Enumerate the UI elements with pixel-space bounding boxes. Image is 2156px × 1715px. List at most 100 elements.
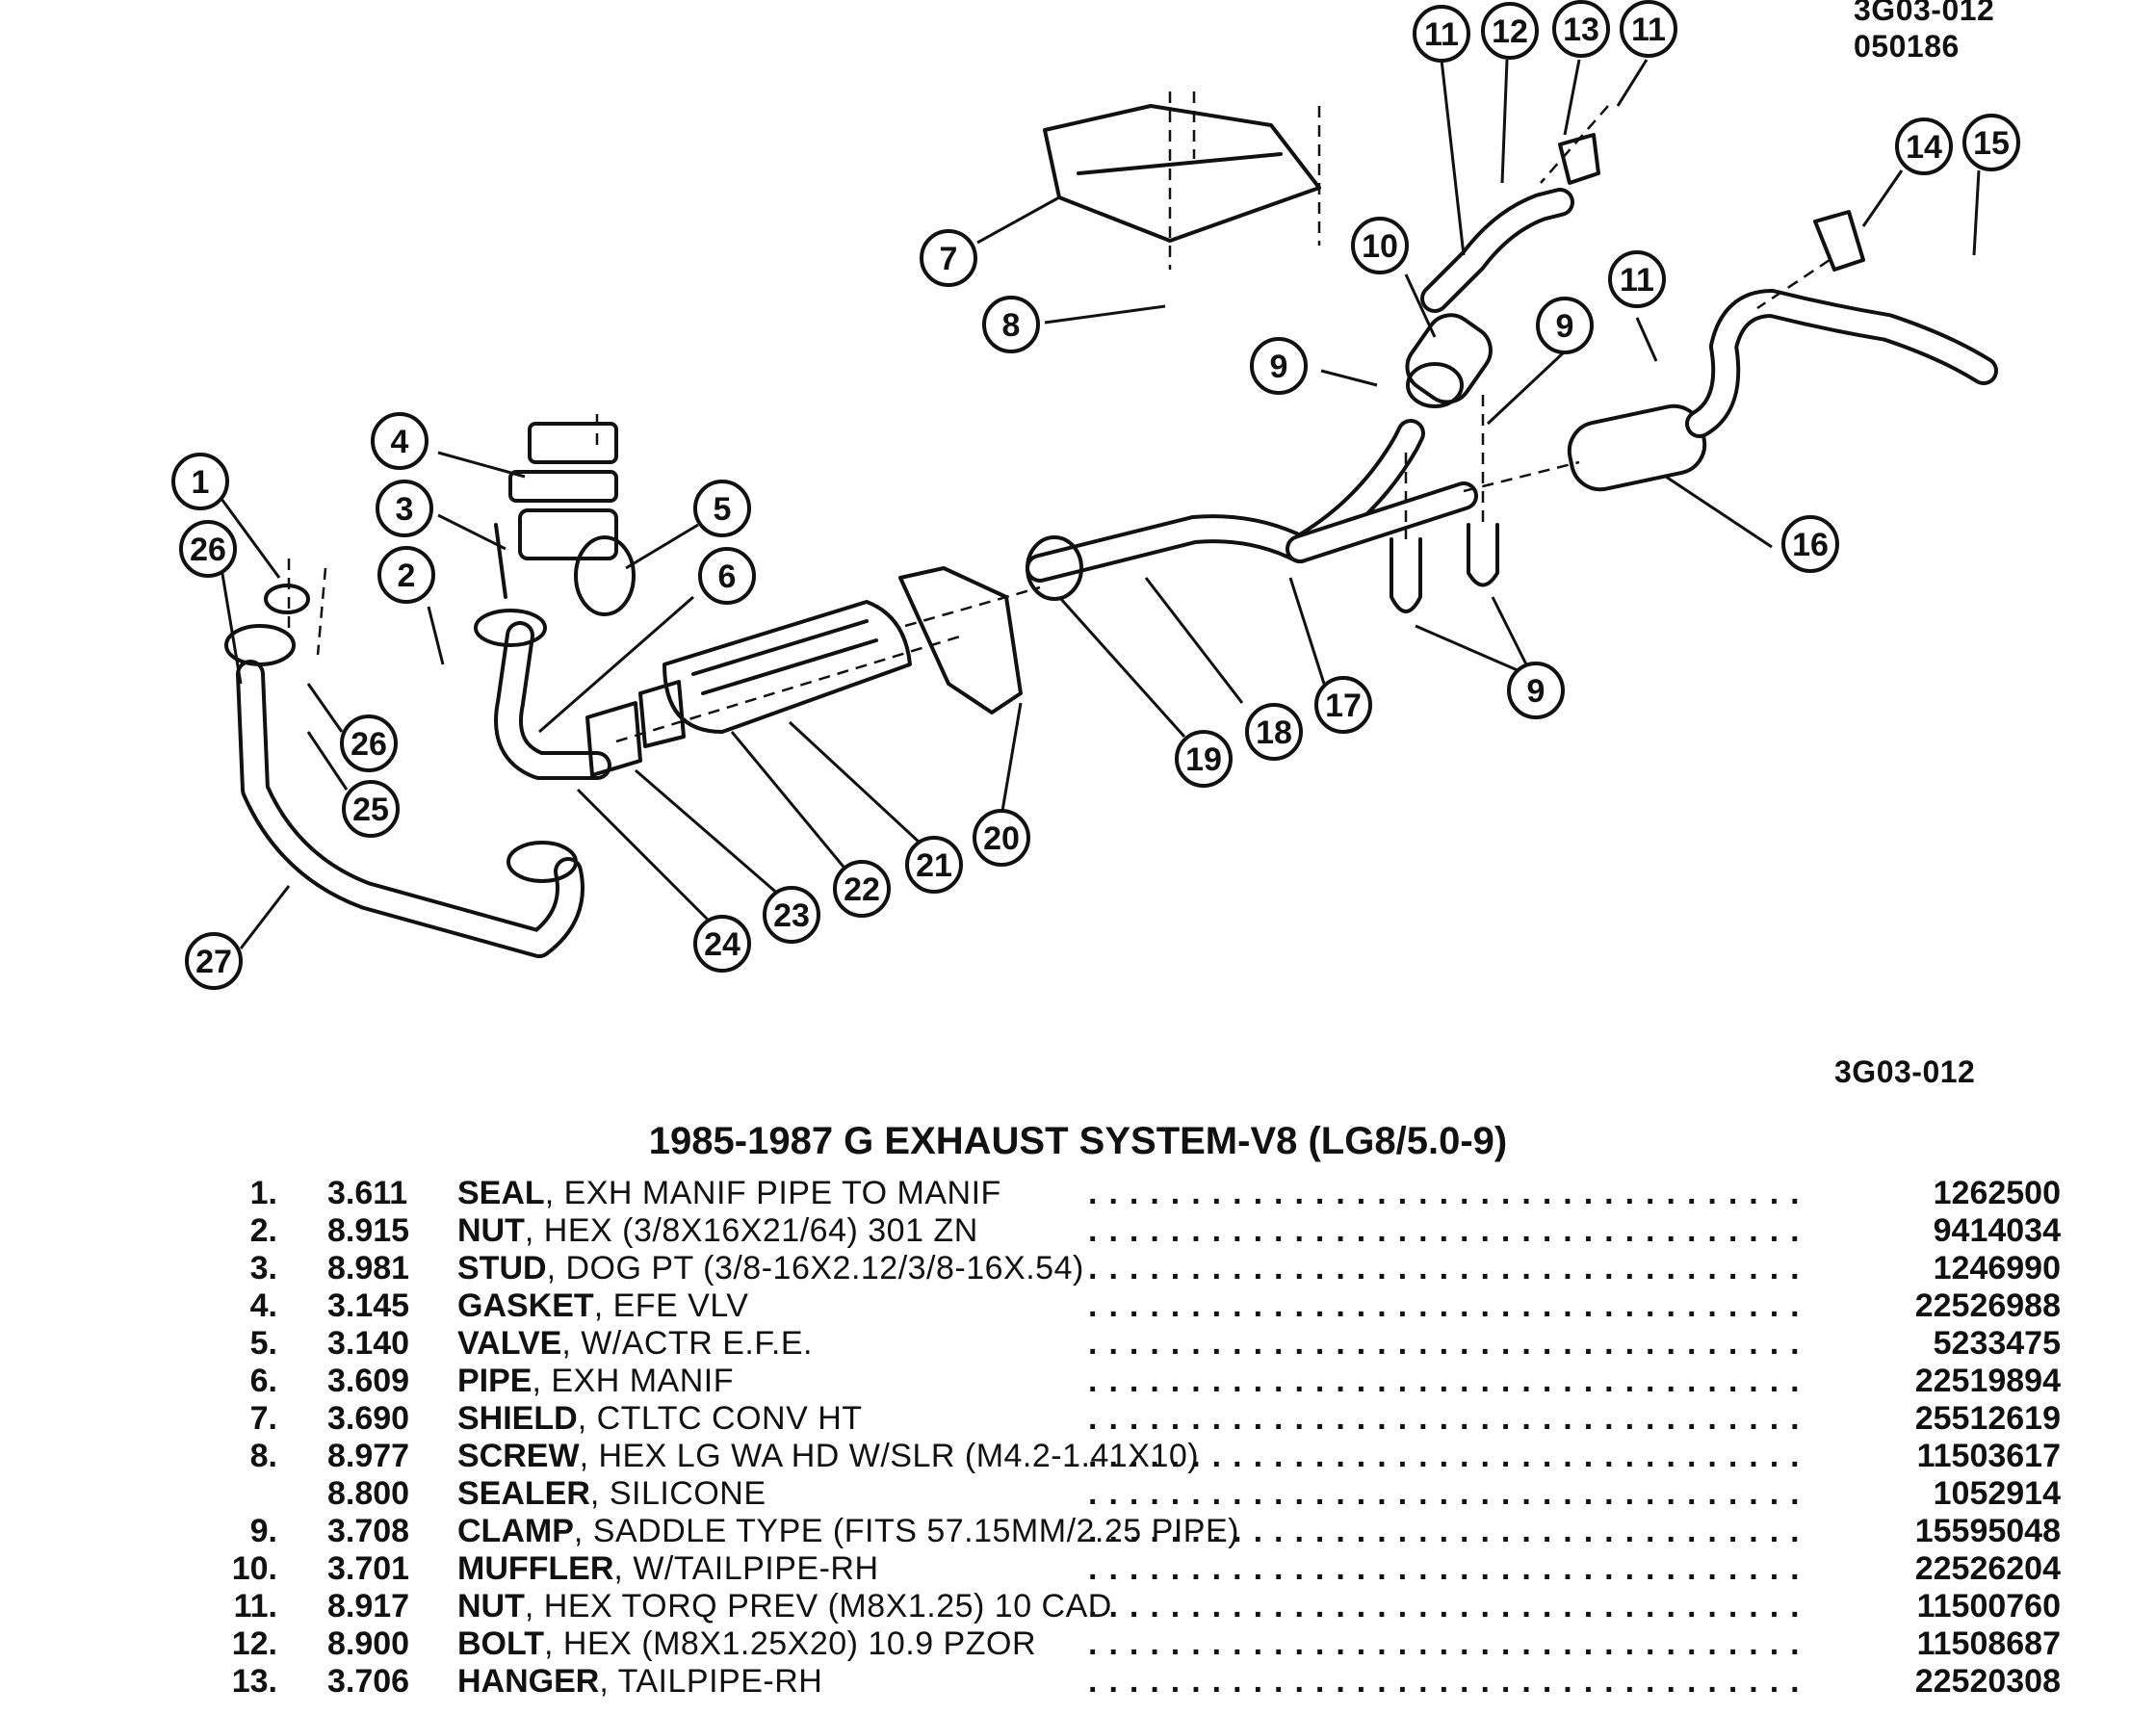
part-name-group: MUFFLER, W/TAILPIPE-RH (457, 1550, 879, 1588)
part-description: , CTLTC CONV HT (577, 1400, 863, 1437)
callout-label: 7 (940, 241, 958, 277)
callout-3: 3 (376, 480, 433, 537)
part-description: , W/TAILPIPE-RH (613, 1550, 879, 1587)
intermediate-pipe (1026, 419, 1580, 601)
callout-label: 27 (195, 944, 232, 980)
callout-label: 11 (1631, 12, 1666, 48)
callout-11: 11 (1620, 0, 1677, 58)
callout-circle (1536, 297, 1594, 354)
part-number: 1052914 (1933, 1475, 2061, 1512)
callout-18: 18 (1245, 703, 1303, 761)
part-name-group: SHIELD, CTLTC CONV HT (457, 1400, 863, 1438)
callout-25: 25 (342, 780, 400, 838)
part-name-group: NUT, HEX TORQ PREV (M8X1.25) 10 CAD (457, 1588, 1112, 1625)
callout-label: 11 (1424, 16, 1459, 53)
callout-circle (693, 915, 751, 973)
dot-leader: ........................................… (1088, 1625, 1801, 1662)
part-code: 8.800 (327, 1475, 410, 1512)
part-index: 1. (249, 1175, 277, 1211)
callout-21: 21 (905, 836, 963, 894)
part-name: CLAMP (457, 1513, 574, 1549)
callout-8: 8 (982, 296, 1040, 353)
part-name-group: NUT, HEX (3/8X16X21/64) 301 ZN (457, 1212, 978, 1250)
callout-label: 16 (1792, 527, 1829, 563)
dot-leader: ........................................… (1088, 1513, 1801, 1549)
part-description: , SILICONE (589, 1475, 766, 1512)
dot-leader: ........................................… (1088, 1287, 1801, 1324)
callout-label: 25 (352, 792, 389, 828)
part-name: SEALER (457, 1475, 590, 1512)
part-description: , HEX TORQ PREV (M8X1.25) 10 CAD (524, 1588, 1112, 1624)
callout-5: 5 (693, 480, 751, 537)
callout-circle (342, 780, 400, 838)
part-index: 2. (249, 1212, 277, 1249)
part-number: 11500760 (1916, 1588, 2061, 1624)
part-name: NUT (457, 1588, 525, 1624)
part-name: SHIELD (457, 1400, 578, 1437)
document-date-code: 050186 (1854, 29, 1960, 64)
part-number: 22520308 (1914, 1663, 2061, 1700)
part-code: 8.917 (327, 1588, 410, 1624)
part-name-group: CLAMP, SADDLE TYPE (FITS 57.15MM/2.25 PI… (457, 1513, 1239, 1550)
callout-label: 18 (1256, 715, 1292, 751)
part-code: 8.977 (327, 1438, 410, 1474)
callout-circle (1962, 114, 2020, 171)
part-index: 3. (249, 1250, 277, 1286)
rh-muffler-and-tailpipe (1405, 105, 1609, 408)
part-code: 3.701 (327, 1550, 410, 1587)
callout-circle (698, 547, 756, 605)
callout-label: 4 (391, 424, 409, 460)
callout-circle (1481, 2, 1539, 60)
callout-label: 17 (1325, 688, 1362, 724)
callout-20: 20 (973, 809, 1030, 867)
callout-label: 1 (192, 464, 210, 501)
part-name-group: GASKET, EFE VLV (457, 1287, 748, 1325)
part-code: 3.690 (327, 1400, 410, 1437)
callout-label: 9 (1270, 349, 1288, 385)
part-name: BOLT (457, 1625, 545, 1662)
callout-9: 9 (1250, 337, 1308, 395)
callout-circle (1351, 217, 1409, 274)
dot-leader: ........................................… (1088, 1325, 1801, 1362)
dot-leader: ........................................… (1088, 1438, 1801, 1474)
callout-1: 1 (171, 453, 229, 510)
callout-circle (1314, 676, 1372, 734)
part-name: STUD (457, 1250, 547, 1286)
part-number: 1246990 (1933, 1250, 2061, 1286)
part-name: SEAL (457, 1175, 545, 1211)
part-name: MUFFLER (457, 1550, 614, 1587)
part-index: 12. (231, 1625, 277, 1662)
dot-leader: ........................................… (1088, 1475, 1801, 1512)
part-name-group: SCREW, HEX LG WA HD W/SLR (M4.2-1.41X10) (457, 1438, 1199, 1475)
callout-label: 22 (844, 871, 880, 908)
dot-leader: ........................................… (1088, 1175, 1801, 1211)
callout-circle (1895, 117, 1953, 175)
document-code-bottom: 3G03-012 (1834, 1054, 1976, 1089)
catalytic-converter (585, 600, 964, 777)
callout-label: 5 (714, 491, 732, 528)
dot-leader: ........................................… (1088, 1550, 1801, 1587)
part-code: 3.609 (327, 1363, 410, 1399)
part-number: 1262500 (1933, 1175, 2061, 1211)
callout-7: 7 (920, 229, 977, 287)
callout-22: 22 (833, 860, 891, 918)
part-index: 5. (249, 1325, 277, 1362)
part-name-group: HANGER, TAILPIPE-RH (457, 1663, 822, 1701)
callout-label: 11 (1620, 262, 1654, 299)
callout-label: 2 (398, 558, 416, 594)
part-name-group: PIPE, EXH MANIF (457, 1363, 734, 1400)
callout-label: 6 (718, 559, 737, 595)
callout-circle (1175, 730, 1233, 788)
part-name: HANGER (457, 1663, 600, 1700)
document-code-top: 3G03-012 (1854, 0, 1995, 27)
part-number: 15595048 (1914, 1513, 2061, 1549)
callout-17: 17 (1314, 676, 1372, 734)
page-title: 1985-1987 G EXHAUST SYSTEM-V8 (LG8/5.0-9… (648, 1120, 1508, 1162)
dot-leader: ........................................… (1088, 1663, 1801, 1700)
